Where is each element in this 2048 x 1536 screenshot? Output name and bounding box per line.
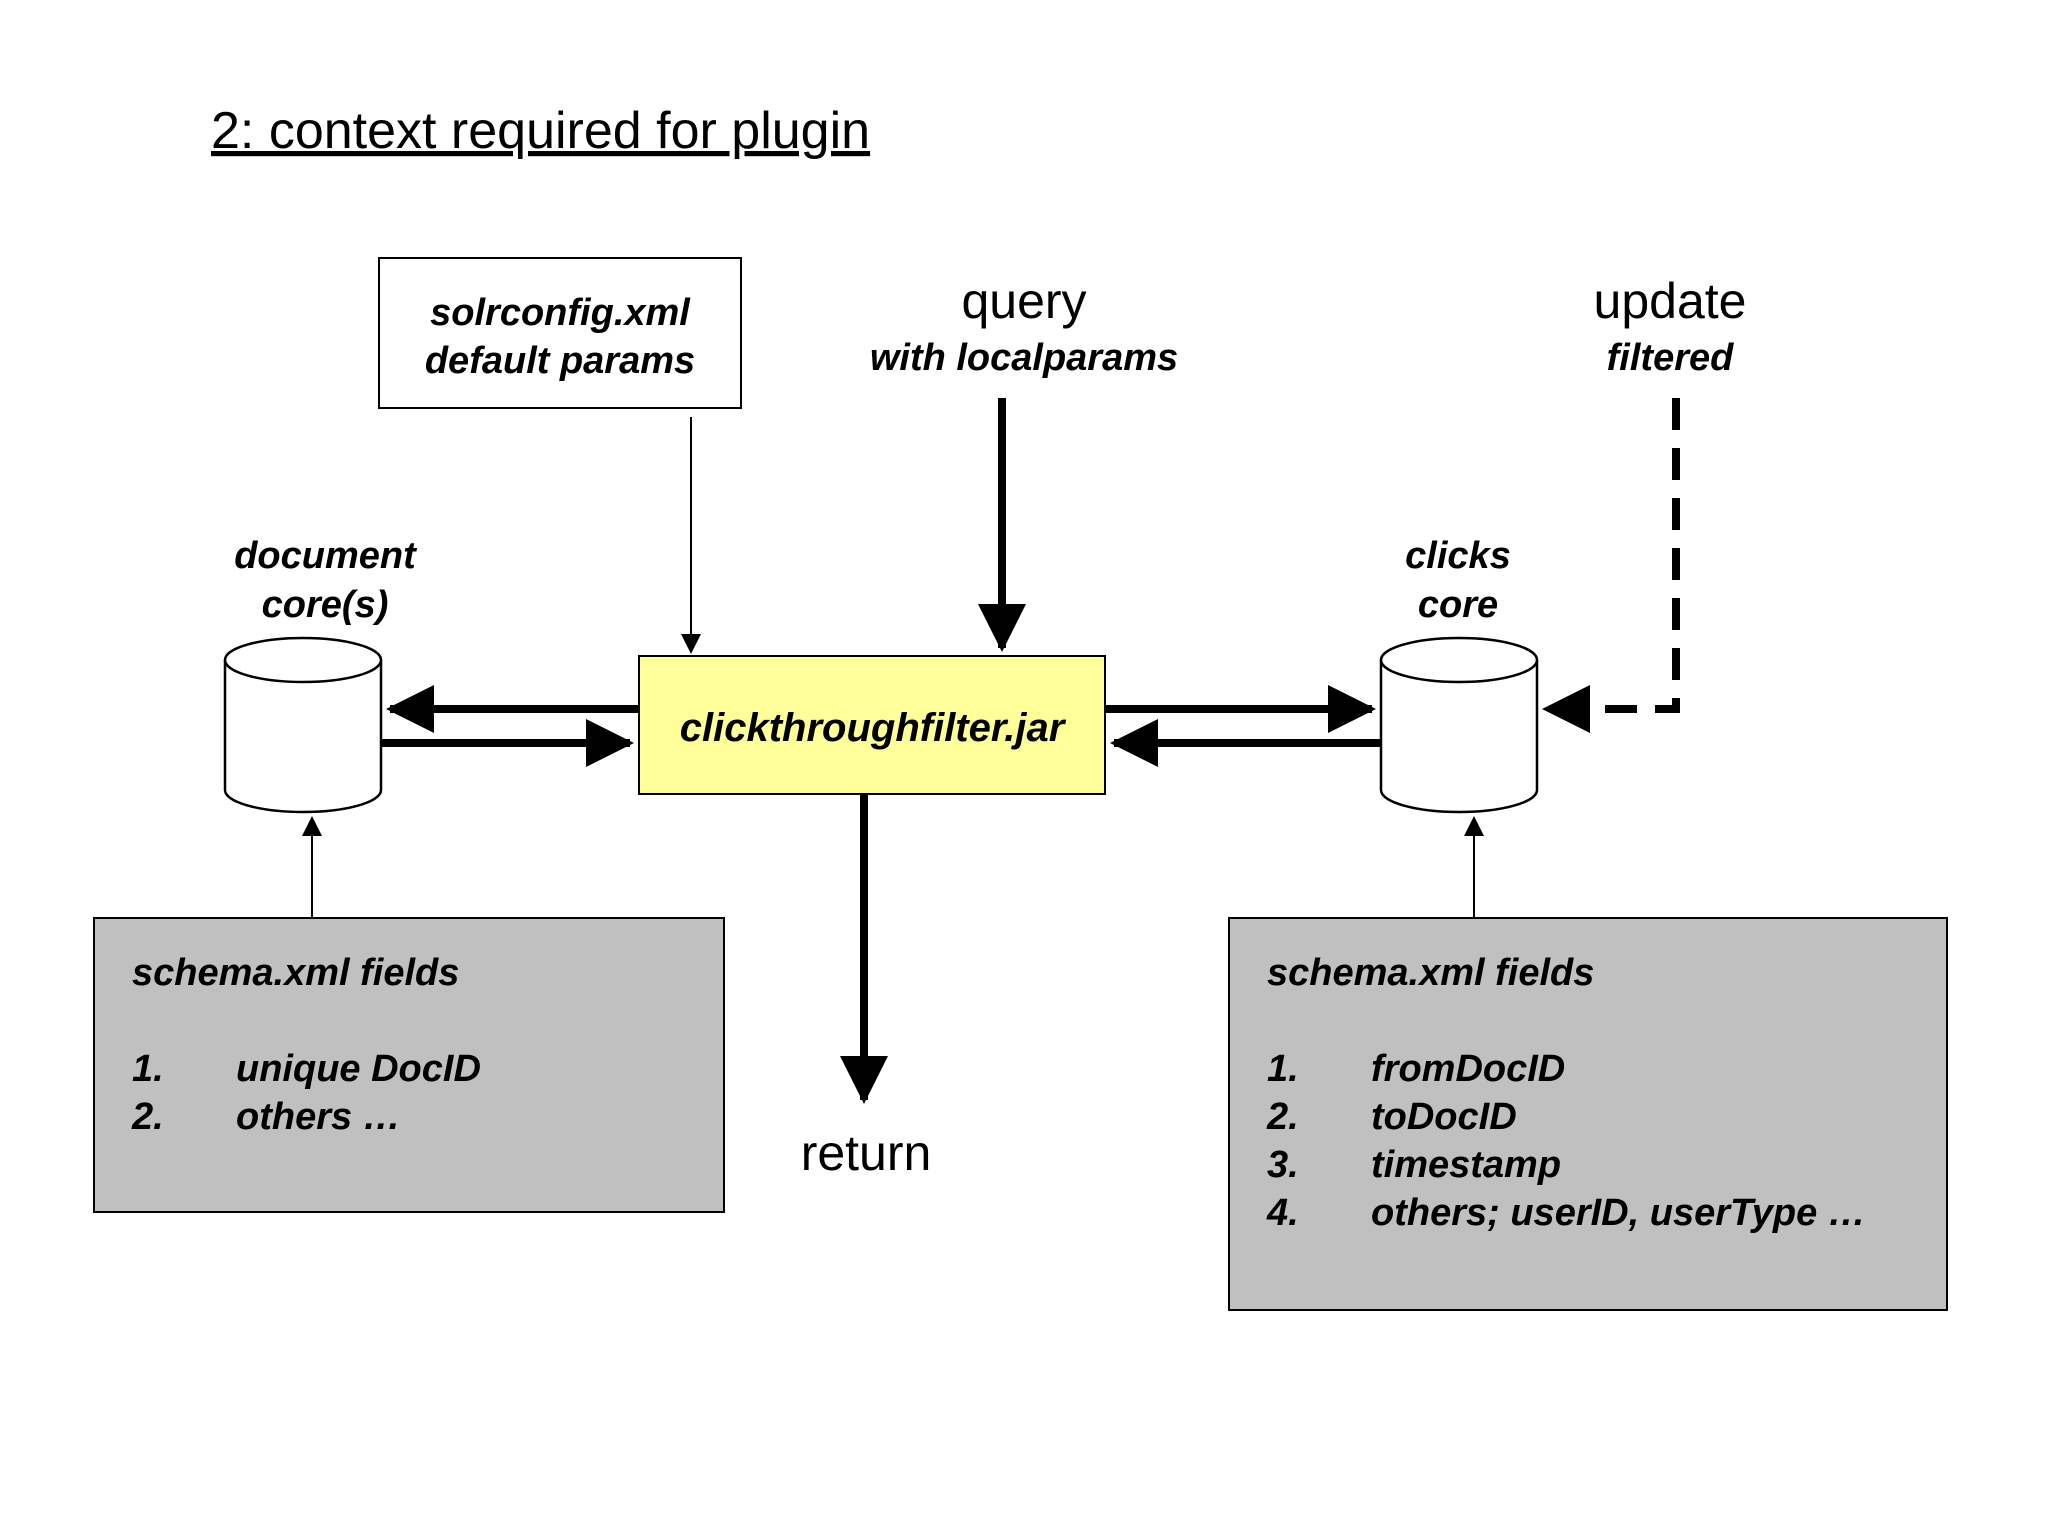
update-label: update xyxy=(1594,273,1747,329)
document-core-line1: document xyxy=(234,535,417,577)
clicks-core-line2: core xyxy=(1418,584,1498,626)
update-input-label: update filtered xyxy=(1594,273,1747,379)
config-box-line1: solrconfig.xml xyxy=(430,292,691,334)
right-schema-item-num: 4. xyxy=(1266,1192,1299,1234)
config-box: solrconfig.xml default params xyxy=(378,257,742,409)
clicks-core-database-icon xyxy=(1379,636,1539,814)
left-schema-item-text: unique DocID xyxy=(236,1048,481,1090)
right-schema-item-text: toDocID xyxy=(1371,1096,1517,1138)
right-schema-item-text: others; userID, userType … xyxy=(1371,1192,1866,1234)
document-core-database-icon xyxy=(223,636,383,814)
right-schema-item-text: fromDocID xyxy=(1371,1048,1565,1090)
right-schema-box: schema.xml fields 1. fromDocID 2. toDocI… xyxy=(1228,917,1948,1311)
clicks-core-label: clicks core xyxy=(1405,535,1511,626)
page-title: 2: context required for plugin xyxy=(211,102,870,160)
left-schema-item-text: others … xyxy=(236,1096,401,1138)
update-to-clicks-core-arrow xyxy=(1542,398,1680,733)
right-schema-item-num: 3. xyxy=(1267,1144,1299,1186)
left-schema-item-num: 2. xyxy=(131,1096,164,1138)
document-core-line2: core(s) xyxy=(262,584,389,626)
clicks-core-line1: clicks xyxy=(1405,535,1511,577)
query-label: query xyxy=(961,273,1086,329)
filter-box-label: clickthroughfilter.jar xyxy=(680,706,1067,750)
config-box-line2: default params xyxy=(425,340,695,382)
right-schema-item-num: 1. xyxy=(1267,1048,1299,1090)
filter-box-rect xyxy=(638,655,1106,795)
right-schema-heading: schema.xml fields xyxy=(1267,952,1594,994)
left-schema-box: schema.xml fields 1. unique DocID 2. oth… xyxy=(93,917,725,1213)
right-schema-item-text: timestamp xyxy=(1371,1144,1561,1186)
right-schema-item-num: 2. xyxy=(1266,1096,1299,1138)
filter-box: clickthroughfilter.jar xyxy=(638,655,1106,795)
query-sublabel: with localparams xyxy=(870,337,1178,379)
return-label: return xyxy=(801,1125,932,1181)
query-input-label: query with localparams xyxy=(870,273,1178,379)
left-schema-heading: schema.xml fields xyxy=(132,952,459,994)
update-sublabel: filtered xyxy=(1607,337,1734,379)
document-core-label: document core(s) xyxy=(234,535,417,626)
left-schema-item-num: 1. xyxy=(132,1048,164,1090)
